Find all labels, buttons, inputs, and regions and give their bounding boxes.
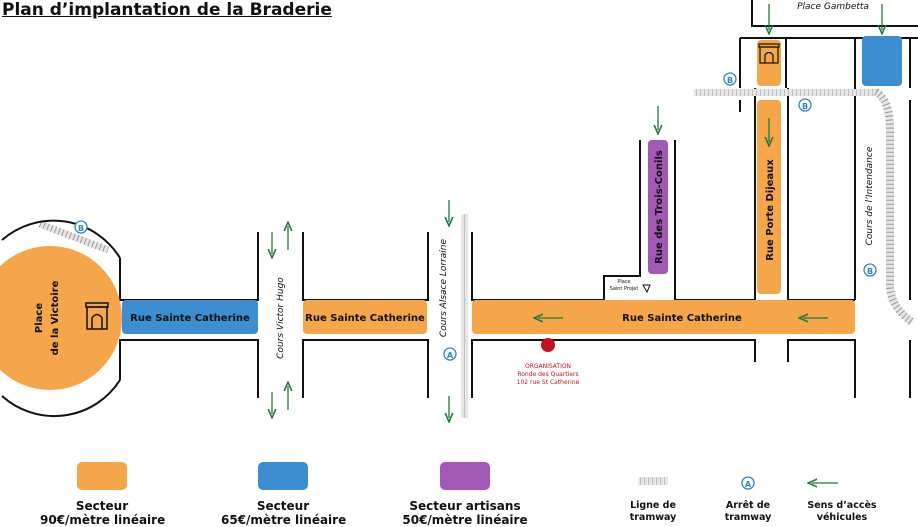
tram-stop-b-4: B <box>863 263 877 277</box>
svg-text:A: A <box>447 351 454 360</box>
saint-projet-label-2: Saint Projet <box>610 286 639 292</box>
porte-dijeaux-label: Rue Porte Dijeaux <box>765 159 776 261</box>
svg-text:B: B <box>802 102 808 111</box>
legend-blue-line-2: 65€/mètre linéaire <box>221 513 347 527</box>
legend-blue-line-1: Secteur <box>256 499 310 513</box>
legend-stop-line-2: tramway <box>724 512 772 523</box>
trois-conils-label: Rue des Trois-Conils <box>654 150 665 264</box>
legend-stop-text: Arrêt de tramway <box>713 500 783 524</box>
sector-blue-sainte-catherine <box>122 300 258 334</box>
legend-tram-text: Ligne de tramway <box>618 500 688 524</box>
legend-blue-swatch <box>258 462 308 490</box>
victor-hugo-label: Cours Victor Hugo <box>276 277 286 359</box>
sainte-catherine-label-3: Rue Sainte Catherine <box>622 313 742 324</box>
place-gambetta-label: Place Gambetta <box>797 2 869 12</box>
legend-tram-line-2: tramway <box>629 512 677 523</box>
direction-arrows <box>272 4 882 418</box>
legend-tram-stop-icon: A <box>741 476 755 490</box>
tram-stop-b-2: B <box>723 72 737 86</box>
legend-orange-text: Secteur 90€/mètre linéaire <box>40 499 166 527</box>
intendance-label: Cours de l’Intendance <box>865 146 875 245</box>
place-victoire-area <box>0 246 122 390</box>
street-outlines <box>119 0 918 398</box>
svg-text:B: B <box>727 76 733 85</box>
svg-text:A: A <box>745 480 752 489</box>
alsace-lorraine-label: Cours Alsace Lorraine <box>439 238 449 337</box>
page-title: Plan d’implantation de la Braderie <box>2 0 332 20</box>
tram-stop-a: A <box>443 347 457 361</box>
organisation-line-3: 102 rue St Catherine <box>517 379 580 386</box>
tramway-gambetta <box>694 89 880 96</box>
legend-blue-text: Secteur 65€/mètre linéaire <box>221 499 347 527</box>
legend-orange-line-2: 90€/mètre linéaire <box>40 513 166 527</box>
arch-icon-top <box>758 43 780 64</box>
svg-text:B: B <box>867 267 873 276</box>
legend-purple-text: Secteur artisans 50€/mètre linéaire <box>400 499 530 527</box>
legend-direction-text: Sens d’accès véhicules <box>800 500 884 524</box>
fountain-icon <box>642 284 651 294</box>
sainte-catherine-label-2: Rue Sainte Catherine <box>305 313 425 324</box>
sector-purple-trois-conils <box>648 140 668 274</box>
sector-orange-sainte-catherine-3 <box>472 300 855 334</box>
organisation-marker-icon <box>541 338 555 352</box>
legend-orange-line-1: Secteur <box>75 499 129 513</box>
sainte-catherine-label-1: Rue Sainte Catherine <box>130 313 250 324</box>
legend-tram-line-1: Ligne de <box>630 500 676 511</box>
organisation-line-2: Ronde des Quartiers <box>517 371 578 378</box>
sector-orange-sainte-catherine-2 <box>303 300 427 334</box>
legend-purple-line-2: 50€/mètre linéaire <box>402 513 528 527</box>
tram-stop-b-3: B <box>798 98 812 112</box>
legend-purple-swatch <box>440 462 490 490</box>
sector-orange-porte-dijeaux <box>757 100 781 294</box>
legend-direction-line-1: Sens d’accès <box>807 500 877 511</box>
sector-blue-gambetta <box>862 36 902 86</box>
legend-stop-line-1: Arrêt de <box>725 500 771 511</box>
tramway-alsace-lorraine <box>461 214 468 418</box>
place-victoire-label-1: Place <box>34 303 45 333</box>
tram-stop-b-1: B <box>74 220 88 234</box>
legend-direction-line-2: véhicules <box>816 512 868 523</box>
saint-projet-label-1: Place <box>617 279 630 285</box>
legend-purple-line-1: Secteur artisans <box>409 499 521 513</box>
legend-orange-swatch <box>77 462 127 490</box>
organisation-line-1: ORGANISATION <box>525 363 571 370</box>
tramway-lines <box>38 88 915 418</box>
place-victoire-label-2: de la Victoire <box>50 280 61 355</box>
svg-text:B: B <box>78 224 84 233</box>
arch-icon <box>85 302 109 330</box>
legend-tram-line-icon <box>638 477 668 485</box>
